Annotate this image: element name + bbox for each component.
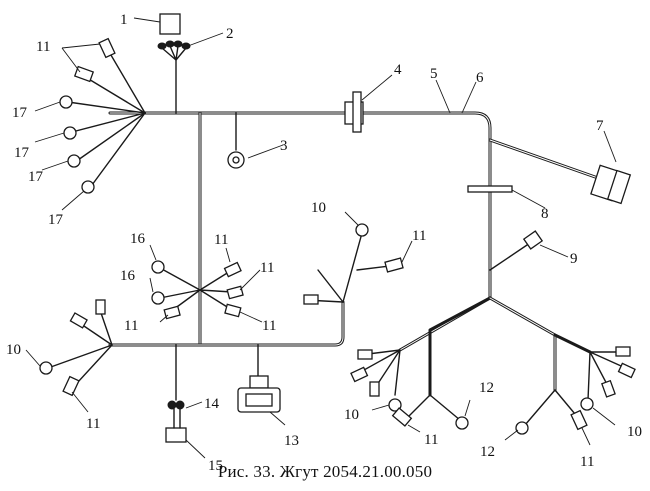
ring-10-left [39, 361, 53, 375]
ring-16b [151, 291, 165, 305]
callout-7: 7 [596, 118, 604, 134]
ring-12-a [455, 416, 469, 430]
ring-17d [81, 180, 95, 194]
block-1 [159, 13, 181, 35]
callout-13: 13 [284, 433, 299, 449]
callout-12-b: 12 [480, 444, 495, 460]
ring-17a [59, 95, 73, 109]
ring-16a [151, 260, 165, 274]
connector-15 [165, 427, 187, 443]
callout-16-b: 16 [120, 268, 136, 284]
ring-10-mid [355, 223, 369, 237]
right-lower-fans [350, 346, 636, 446]
clamp-4 [344, 74, 477, 133]
clamp-8 [467, 185, 546, 209]
callout-9: 9 [570, 251, 578, 267]
branch-7 [488, 130, 632, 205]
callout-11-center-top: 11 [214, 232, 228, 248]
callout-12-a: 12 [479, 380, 494, 396]
callout-11-right-a: 11 [424, 432, 438, 448]
connector-group-1-2 [133, 13, 224, 114]
callout-6: 6 [476, 70, 484, 86]
callout-10-mid: 10 [311, 200, 326, 216]
connector-11-mid [384, 257, 404, 273]
callout-11-top-left: 11 [36, 39, 50, 55]
ring-12-b [515, 421, 529, 435]
bottom-branches [165, 344, 286, 459]
callout-5: 5 [430, 66, 438, 82]
callout-11-center-left: 11 [124, 318, 138, 334]
callout-17-d: 17 [48, 212, 64, 228]
callout-11-left: 11 [86, 416, 100, 432]
callout-16-a: 16 [130, 231, 146, 247]
ring-10-right-b [580, 397, 594, 411]
callout-8: 8 [541, 206, 549, 222]
middle-branch [303, 211, 413, 305]
callout-10-right-a: 10 [344, 407, 359, 423]
callout-11-center-bottom: 11 [262, 318, 276, 334]
callout-numbers: 1 2 3 4 5 6 7 8 9 10 10 10 10 11 11 11 1… [6, 12, 642, 474]
connector-11a [98, 37, 116, 59]
harness-trunk [108, 111, 592, 397]
branch-9 [489, 230, 569, 271]
ring-17c [67, 154, 81, 168]
connector-9 [522, 230, 544, 250]
figure-caption: Рис. 33. Жгут 2054.21.00.050 [217, 462, 433, 481]
callout-11-center-right: 11 [260, 260, 274, 276]
callout-1: 1 [120, 12, 128, 28]
callout-14: 14 [204, 396, 220, 412]
connector-11b [73, 65, 95, 83]
callout-17-b: 17 [14, 145, 30, 161]
ring-17b [63, 126, 77, 140]
left-lower-fan [25, 299, 113, 413]
left-upper-fan [34, 37, 146, 211]
callout-17-c: 17 [28, 169, 44, 185]
center-cluster [149, 244, 263, 323]
callout-4: 4 [394, 62, 402, 78]
callout-10-left: 10 [6, 342, 21, 358]
callout-11-right-b: 11 [580, 454, 594, 470]
callout-15: 15 [208, 458, 223, 474]
callout-17-a: 17 [12, 105, 28, 121]
callout-11-mid: 11 [412, 228, 426, 244]
branch-3 [227, 112, 284, 169]
callout-3: 3 [280, 138, 288, 154]
callout-2: 2 [226, 26, 234, 42]
callout-10-right-b: 10 [627, 424, 642, 440]
